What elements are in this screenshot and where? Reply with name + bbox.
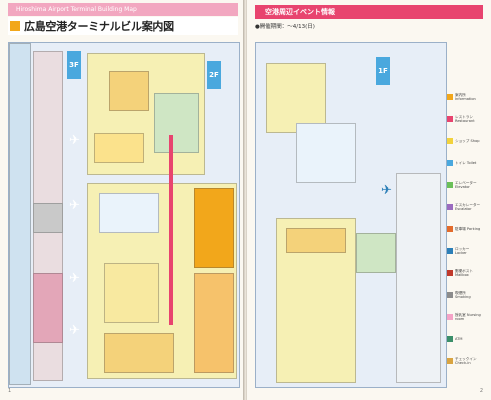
apron-area [9,43,31,385]
floor-label-3f: 3F [67,51,81,79]
legend-swatch [447,160,453,166]
legend-swatch [447,270,453,276]
event-header: 空港周辺イベント情報 [255,5,483,19]
legend-swatch [447,116,453,122]
legend-item: ショップ Shop [447,130,481,152]
floor-1f-map: 1F ✈ [255,42,447,388]
bus-stop-area [356,233,396,273]
shop-block [109,71,149,111]
title-marker [10,21,20,31]
shop-block [104,263,159,323]
legend-item: 駐車場 Parking [447,218,481,240]
shop-block [286,228,346,253]
right-page: 空港周辺イベント情報 ●開催期間：～4/13(日) 1F ✈ 案内所 Infor… [247,0,491,400]
legend-swatch [447,204,453,210]
legend-item: 案内所 Information [447,86,481,108]
legend-item: 授乳室 Nursing room [447,306,481,328]
restaurant-block [94,133,144,163]
atrium-void [33,203,63,233]
lounge-block [154,93,199,153]
page-number: 2 [479,388,483,394]
legend-swatch [447,182,453,188]
airplane-icon: ✈ [69,271,80,286]
terminal-map: ✈ ✈ ✈ ✈ 3F 2F [8,42,240,388]
page-title: 広島空港ターミナルビル案内図 [24,20,174,33]
legend-swatch [447,248,453,254]
left-page: Hiroshima Airport Terminal Building Map … [0,0,244,400]
floor-label-2f: 2F [207,61,221,89]
baggage-claim [296,123,356,183]
checkin-counters [194,273,234,373]
floor-label-1f: 1F [376,57,390,85]
arrival-area [266,63,326,133]
legend-item: エスカレーター Escalator [447,196,481,218]
map-legend: 案内所 Information レストラン Restaurant ショップ Sh… [447,86,481,378]
legend-swatch [447,226,453,232]
road-area [396,173,441,383]
legend-swatch [447,314,453,320]
shop-block [104,333,174,373]
event-period: ●開催期間：～4/13(日) [255,24,315,30]
airplane-icon: ✈ [381,183,392,198]
page-number: 1 [8,388,12,394]
legend-swatch [447,138,453,144]
book-spine [243,0,248,400]
legend-item: 喫煙所 Smoking [447,284,481,306]
map-header-strip: Hiroshima Airport Terminal Building Map [8,3,238,16]
legend-swatch [447,358,453,364]
security-line [169,135,173,325]
legend-item: レストラン Restaurant [447,108,481,130]
legend-item: トイレ Toilet [447,152,481,174]
legend-item: チェックイン Check-in [447,350,481,372]
legend-item: 郵便ポスト Mailbox [447,262,481,284]
legend-item: ロッカー Locker [447,240,481,262]
checkin-counters [194,188,234,268]
departure-hall [99,193,159,233]
airplane-icon: ✈ [69,133,80,148]
legend-item: ATM [447,328,481,350]
legend-swatch [447,292,453,298]
airplane-icon: ✈ [69,198,80,213]
airplane-icon: ✈ [69,323,80,338]
gate-lounge-pink [33,273,63,343]
legend-swatch [447,94,453,100]
title-bar: 広島空港ターミナルビル案内図 [8,17,238,35]
legend-item: エレベーター Elevator [447,174,481,196]
legend-swatch [447,336,453,342]
